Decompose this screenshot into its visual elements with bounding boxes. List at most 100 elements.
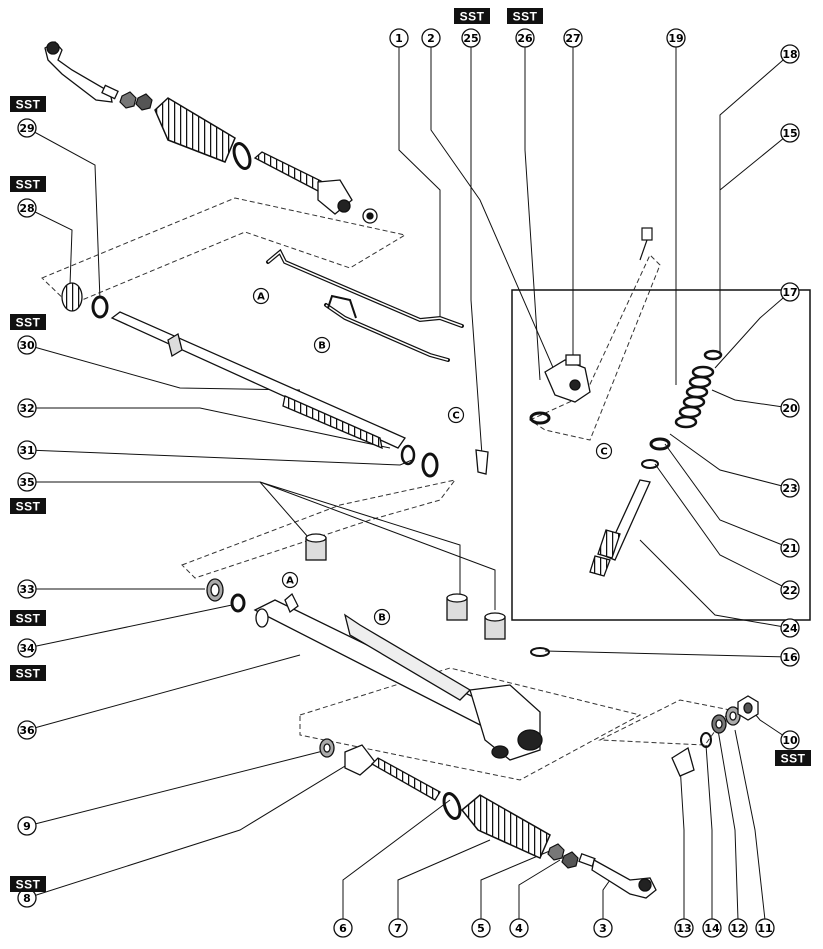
ring-29	[91, 295, 109, 319]
sst-badge-text: SST	[16, 500, 41, 514]
callout-circle	[780, 618, 800, 638]
connection-label-circle	[281, 571, 299, 589]
sst-badge-text: SST	[16, 878, 41, 892]
callout-number: 18	[782, 48, 797, 61]
callout-number: 7	[394, 922, 402, 935]
callout-circle	[17, 198, 37, 218]
sst-badge-text: SST	[513, 10, 538, 24]
callout-number: 27	[565, 32, 580, 45]
lower-tie-rod-end-3	[578, 853, 657, 899]
connection-label-circle	[313, 336, 331, 354]
callout-number: 35	[19, 476, 34, 489]
callout-circle	[563, 28, 583, 48]
callout-number: 23	[782, 482, 797, 495]
callout-circle	[780, 282, 800, 302]
callout-17: 17	[780, 282, 800, 302]
o-ring-16	[530, 647, 550, 657]
bolt-top	[639, 227, 653, 261]
callout-number: 13	[676, 922, 691, 935]
callout-25: 25	[461, 28, 481, 48]
callout-number: 3	[599, 922, 607, 935]
connection-label-c-2: C	[595, 442, 613, 460]
callout-number: 5	[477, 922, 485, 935]
callout-number: 4	[515, 922, 523, 935]
sst-badge-bg	[454, 8, 490, 24]
sst-badge-5: SST	[10, 314, 46, 330]
bushings-35	[305, 533, 506, 640]
connection-label-a-2: A	[281, 571, 299, 589]
nut-11	[725, 706, 741, 726]
dashed-guides	[41, 197, 731, 781]
connection-label-circle	[447, 406, 465, 424]
sst-badge-bg	[10, 876, 46, 892]
callout-number: 24	[782, 622, 798, 635]
sst-badge-bg	[10, 96, 46, 112]
callout-number: 30	[19, 339, 35, 352]
callout-21: 21	[780, 538, 800, 558]
callout-circle	[755, 918, 775, 938]
callout-36: 36	[17, 720, 37, 740]
sst-badge-bg	[10, 665, 46, 681]
callout-circle	[389, 28, 409, 48]
callout-circle	[17, 472, 37, 492]
connection-label-text: C	[452, 411, 459, 422]
valve-rings	[674, 349, 723, 429]
callout-number: 16	[782, 651, 798, 664]
callout-number: 1	[395, 32, 403, 45]
callout-number: 26	[517, 32, 533, 45]
callout-circle	[593, 918, 613, 938]
sst-badge-9: SST	[775, 750, 811, 766]
sst-badge-text: SST	[460, 10, 485, 24]
callout-number: 36	[19, 724, 35, 737]
callout-33: 33	[17, 579, 37, 599]
lower-nuts	[547, 843, 579, 869]
callout-35: 35	[17, 472, 37, 492]
callout-2: 2	[421, 28, 441, 48]
callout-number: 17	[782, 286, 797, 299]
o-ring-31	[400, 444, 439, 478]
callout-22: 22	[780, 580, 800, 600]
callout-number: 32	[19, 402, 34, 415]
valve-body-27	[544, 354, 591, 403]
callout-28: 28	[17, 198, 37, 218]
callout-number: 34	[19, 642, 35, 655]
callout-number: 29	[19, 122, 34, 135]
connection-label-text: A	[286, 576, 294, 587]
callout-15: 15	[780, 123, 800, 143]
sst-badge-text: SST	[16, 178, 41, 192]
callout-circle	[17, 335, 37, 355]
callout-circle	[421, 28, 441, 48]
callout-number: 12	[730, 922, 745, 935]
connection-label-circle	[595, 442, 613, 460]
callout-circle	[17, 440, 37, 460]
callout-circle	[666, 28, 686, 48]
sst-badge-6: SST	[10, 498, 46, 514]
housing-36	[253, 592, 543, 761]
connection-label-text: C	[600, 447, 607, 458]
callout-circle	[461, 28, 481, 48]
connection-label-a-1: A	[252, 287, 270, 305]
callout-23: 23	[780, 478, 800, 498]
callout-circle	[17, 398, 37, 418]
callout-circle	[728, 918, 748, 938]
callout-16: 16	[780, 647, 800, 667]
mount-33	[206, 578, 224, 602]
callout-circle	[17, 638, 37, 658]
callout-number: 20	[782, 402, 798, 415]
sst-badge-bg	[775, 750, 811, 766]
callout-30: 30	[17, 335, 37, 355]
callout-number: 28	[19, 202, 34, 215]
pipe-bracket	[327, 294, 357, 319]
sst-badge-8: SST	[10, 665, 46, 681]
callout-7: 7	[388, 918, 408, 938]
sst-badge-bg	[10, 176, 46, 192]
bushing-28	[61, 282, 83, 312]
connection-label-circle	[252, 287, 270, 305]
ring-14	[700, 732, 712, 748]
upper-inner-tie-rod	[253, 151, 378, 224]
callout-14: 14	[702, 918, 722, 938]
sst-badge-2: SST	[507, 8, 543, 24]
